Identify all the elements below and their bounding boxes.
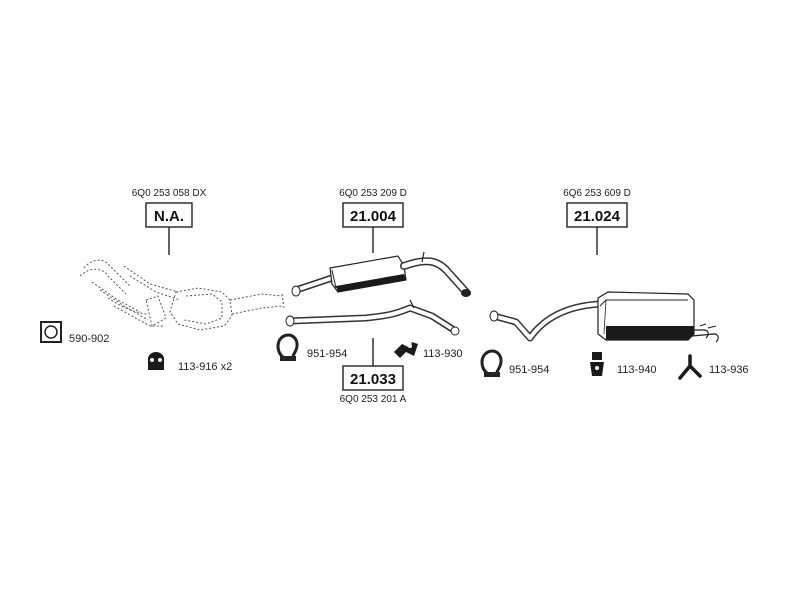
middle-silencer-drawing [291,251,471,297]
pipe-clamp-icon [480,349,503,377]
hanger-y-item[interactable]: 113-936 [678,354,749,380]
mounting-bracket-icon [394,342,418,358]
catalytic-oem-number: 6Q0 253 058 DX [132,188,207,199]
clamp-2-item[interactable]: 951-954 [480,349,549,377]
clamp-1-item[interactable]: 951-954 [276,333,347,361]
catalytic-part-box[interactable]: N.A. [145,202,193,228]
square-gasket-icon [40,321,62,343]
front-pipe-drawing [285,299,460,336]
rear-silencer-drawing [489,291,719,343]
hanger-rubber-1-item[interactable]: 113-916 x2 [148,352,232,373]
catalytic-part-number[interactable]: N.A. [154,208,184,225]
hanger-rubber-1-code: 113-916 x2 [178,361,232,373]
rear-silencer-part-number[interactable]: 21.024 [574,208,621,225]
front-pipe-part-number[interactable]: 21.033 [350,371,396,388]
y-hanger-icon [678,354,702,380]
gasket-code: 590-902 [69,333,109,345]
catalytic-converter-drawing [79,259,285,331]
rear-silencer-part-box[interactable]: 21.024 [566,202,628,228]
hanger-rubber-2-item[interactable]: 113-940 [590,352,657,376]
middle-silencer-part-number[interactable]: 21.004 [350,208,397,225]
hanger-y-code: 113-936 [709,364,749,376]
bracket-1-item[interactable]: 113-930 [394,342,463,360]
hanger-rubber-2-code: 113-940 [617,364,657,376]
middle-silencer-oem-number: 6Q0 253 209 D [339,188,407,199]
middle-silencer-part-box[interactable]: 21.004 [342,202,404,228]
gasket-item[interactable]: 590-902 [40,321,109,345]
front-pipe-oem-number: 6Q0 253 201 A [340,394,407,405]
rubber-hanger-icon [148,352,164,370]
clamp-1-code: 951-954 [307,348,347,360]
bracket-1-code: 113-930 [423,348,463,360]
rear-silencer-oem-number: 6Q6 253 609 D [563,188,631,199]
pipe-clamp-icon [276,333,299,361]
rubber-hanger-icon [590,352,604,376]
clamp-2-code: 951-954 [509,364,549,376]
front-pipe-part-box[interactable]: 21.033 [342,365,404,391]
